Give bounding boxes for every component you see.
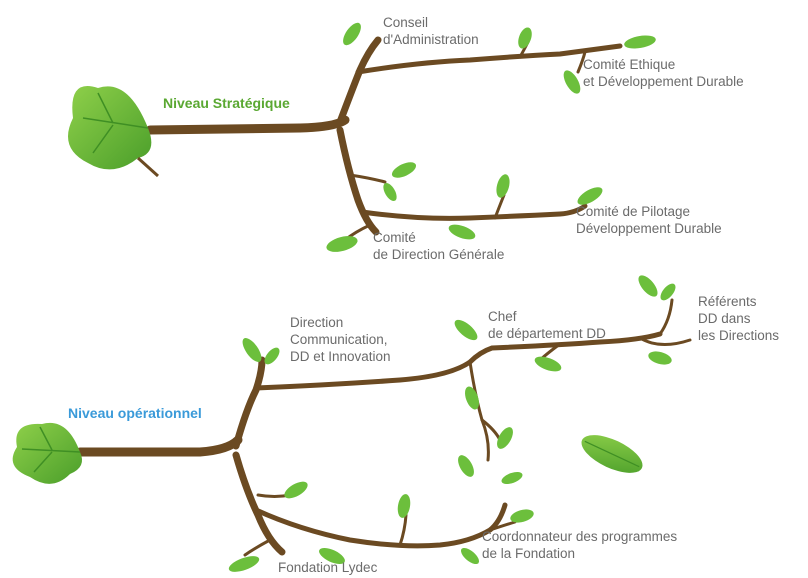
branch-to-chef-dd bbox=[253, 331, 663, 391]
big-leaf-operational bbox=[12, 422, 83, 484]
branch-to-fondation bbox=[232, 451, 286, 556]
strategic-trunk bbox=[145, 115, 350, 135]
branch-to-coordonnateur bbox=[253, 502, 508, 549]
node-fondation: Fondation Lydec bbox=[278, 560, 378, 575]
strategic-branches bbox=[145, 36, 623, 242]
operational-trunk bbox=[75, 435, 243, 457]
level-operational-label: Niveau opérationnel bbox=[68, 405, 202, 421]
small-leaves bbox=[228, 22, 676, 572]
branch-to-comite-pilotage bbox=[359, 203, 588, 221]
branch-to-comite-ethique bbox=[355, 43, 623, 75]
floating-leaf bbox=[581, 435, 643, 473]
level-strategic-label: Niveau Stratégique bbox=[163, 95, 290, 111]
branch-to-direction-comm bbox=[232, 356, 266, 450]
operational-branches bbox=[75, 298, 692, 557]
branch-to-referents bbox=[658, 298, 674, 336]
branch-to-conseil bbox=[336, 36, 382, 126]
branch-to-comite-direction bbox=[336, 126, 380, 236]
big-leaf-strategic bbox=[68, 86, 160, 178]
